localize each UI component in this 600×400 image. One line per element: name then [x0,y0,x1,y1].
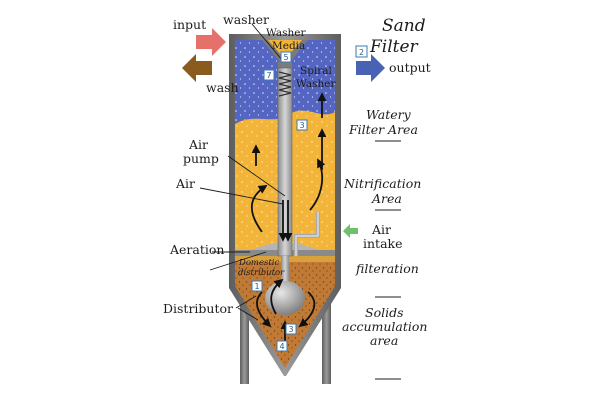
svg-text:7: 7 [266,71,271,80]
svg-text:4: 4 [279,342,284,351]
label-aeration: Aeration [169,242,224,257]
badge-2: 2 [355,45,368,58]
badge-7: 7 [263,69,275,81]
badge-3-upper: 3 [296,119,308,131]
svg-text:3: 3 [288,325,293,334]
label-washer-media-2: Media [272,40,305,52]
wash-arrow [182,54,212,82]
label-spiral-2: Washer [296,78,337,90]
badge-4: 4 [276,340,288,352]
label-spiral-1: Spiral [300,65,333,77]
label-solids-1: Solids [365,305,404,320]
label-solids-3: area [370,333,398,348]
label-domestic-1: Domestic [238,258,280,268]
label-wash: wash [206,80,239,95]
title-line-2: Filter [369,37,419,57]
badge-5: 5 [280,51,292,63]
label-air-pump-2: pump [183,151,219,166]
label-distributor: Distributor [163,301,233,316]
svg-text:2: 2 [359,48,364,57]
title-line-1: Sand [382,16,426,36]
label-washer-media-1: Washer [266,27,307,39]
label-air: Air [175,176,195,191]
label-air-intake-2: intake [363,236,403,251]
svg-text:1: 1 [254,282,259,291]
flow-arrows [251,92,327,345]
label-input: input [173,17,206,32]
label-filteration: filteration [355,261,419,276]
input-arrow [196,28,226,56]
label-washer: washer [223,12,269,27]
distributor-dome [265,256,305,315]
tank-legs [240,295,331,384]
leader-lines [199,23,401,380]
badge-1: 1 [251,280,263,292]
label-air-intake-1: Air [371,222,391,237]
label-output: output [389,60,431,75]
label-nitrification-2: Area [371,191,402,206]
washer-media-funnel [262,40,308,70]
label-watery-2: Filter Area [348,122,418,137]
svg-text:3: 3 [299,121,304,130]
air-intake-arrow [343,224,358,238]
label-nitrification-1: Nitrification [343,176,421,191]
output-arrow [356,54,385,82]
label-watery-1: Watery [366,107,412,122]
svg-text:5: 5 [283,53,288,62]
label-solids-2: accumulation [342,319,427,334]
badge-3-lower: 3 [285,323,297,335]
label-domestic-2: distributor [238,268,285,278]
label-air-pump-1: Air [188,137,208,152]
sand-filter-title: Sand Filter [369,16,426,57]
